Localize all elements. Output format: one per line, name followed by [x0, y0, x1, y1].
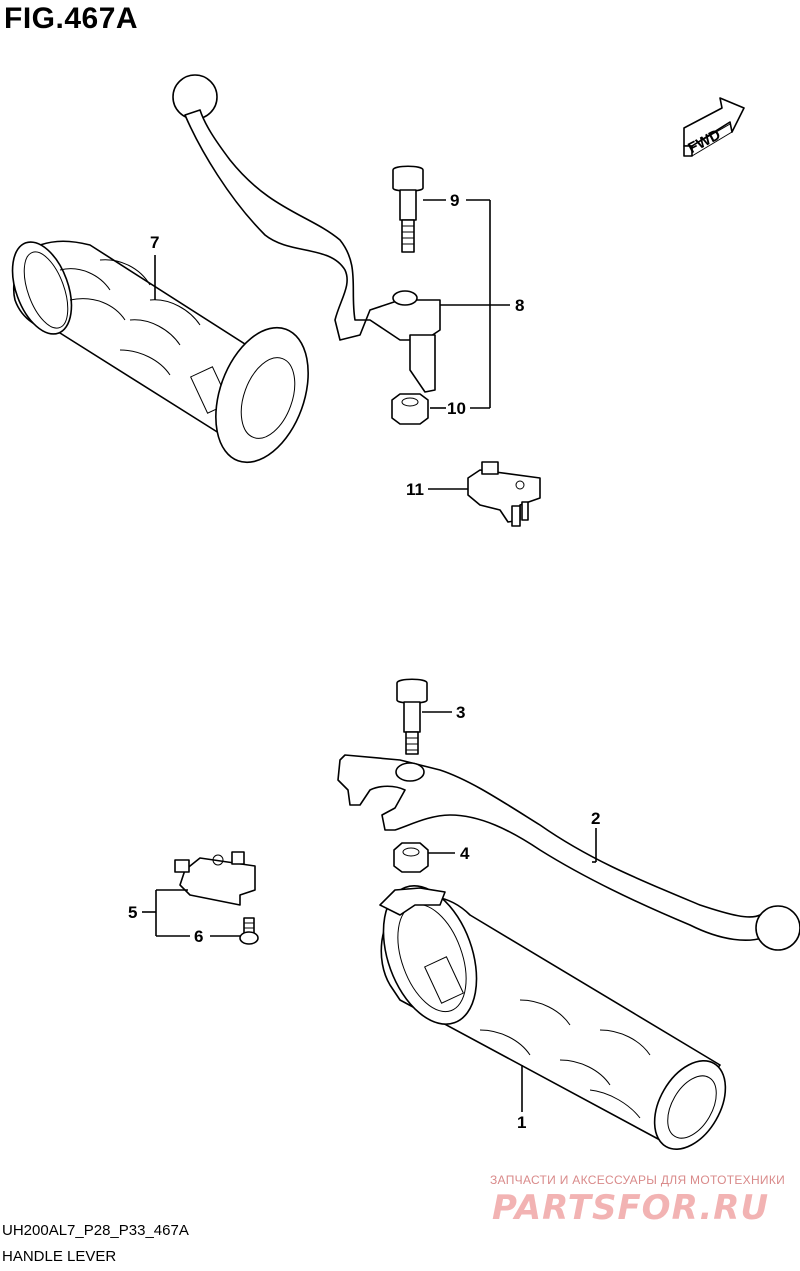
- figure-title: FIG.467A: [4, 2, 139, 35]
- watermark-tagline: ЗАПЧАСТИ И АКСЕССУАРЫ ДЛЯ МОТОТЕХНИКИ: [490, 1173, 786, 1187]
- lower-pivot-bolt: [396, 678, 428, 755]
- upper-clutch-lever: [172, 74, 441, 393]
- watermark-logo: PARTSFOR.RU: [492, 1188, 770, 1228]
- upper-pivot-bolt: [392, 165, 424, 253]
- upper-nut: [391, 393, 429, 425]
- left-handle-grip: [11, 240, 309, 464]
- figure-code: UH200AL7_P28_P33_467A: [2, 1222, 189, 1239]
- callout-9: 9: [450, 191, 459, 210]
- callout-11: 11: [406, 480, 424, 499]
- leader-lines: [142, 199, 597, 1112]
- callout-7: 7: [150, 233, 159, 252]
- brake-switch: [174, 851, 256, 906]
- callout-8: 8: [515, 296, 524, 315]
- clutch-switch: [467, 461, 541, 527]
- callout-10: 10: [447, 399, 466, 418]
- lower-brake-lever: [337, 754, 800, 951]
- throttle-grip: [379, 885, 727, 1150]
- callout-3: 3: [456, 703, 465, 722]
- callout-4: 4: [460, 844, 470, 863]
- callout-5: 5: [128, 903, 137, 922]
- callout-1: 1: [517, 1113, 526, 1132]
- callout-2: 2: [591, 809, 600, 828]
- forward-direction-arrow-icon: FWD: [683, 97, 745, 157]
- switch-screw: [239, 917, 259, 945]
- lower-nut: [393, 842, 429, 873]
- callout-6: 6: [194, 927, 203, 946]
- figure-name: HANDLE LEVER: [2, 1248, 117, 1265]
